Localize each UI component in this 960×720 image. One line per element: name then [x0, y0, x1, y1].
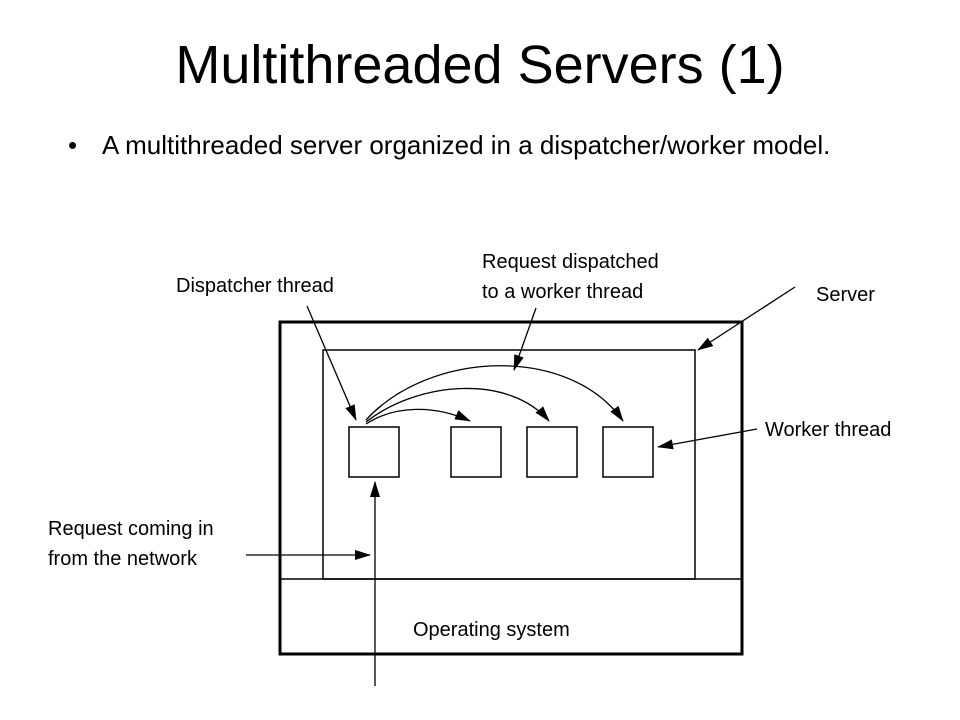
dispatcher-callout-arrow — [306, 305, 357, 421]
label-request-dispatched-2: to a worker thread — [482, 281, 643, 303]
dispatch-arc-1 — [365, 408, 471, 425]
worker-callout-arrow — [657, 428, 758, 450]
bullet-text: A multithreaded server organized in a di… — [102, 130, 831, 160]
label-request-dispatched-1: Request dispatched — [482, 251, 659, 273]
slide-title: Multithreaded Servers (1) — [175, 35, 785, 95]
label-dispatcher-thread: Dispatcher thread — [176, 275, 334, 297]
label-operating-system: Operating system — [413, 619, 570, 641]
worker-thread-box-2 — [526, 426, 578, 478]
server-box — [322, 349, 696, 580]
worker-thread-box-1 — [450, 426, 502, 478]
dispatcher-thread-box — [348, 426, 400, 478]
dispatched-callout-arrow — [513, 307, 537, 371]
server-callout-arrow — [697, 286, 796, 351]
dispatch-arc-3 — [365, 365, 624, 422]
label-request-coming-1: Request coming in — [48, 518, 214, 540]
label-server: Server — [816, 284, 875, 306]
dispatch-arc-2 — [365, 387, 550, 423]
bullet-dot: • — [68, 130, 78, 160]
worker-thread-box-3 — [602, 426, 654, 478]
machine-box — [278, 320, 744, 656]
label-request-coming-2: from the network — [48, 548, 198, 570]
label-worker-thread: Worker thread — [765, 419, 891, 441]
